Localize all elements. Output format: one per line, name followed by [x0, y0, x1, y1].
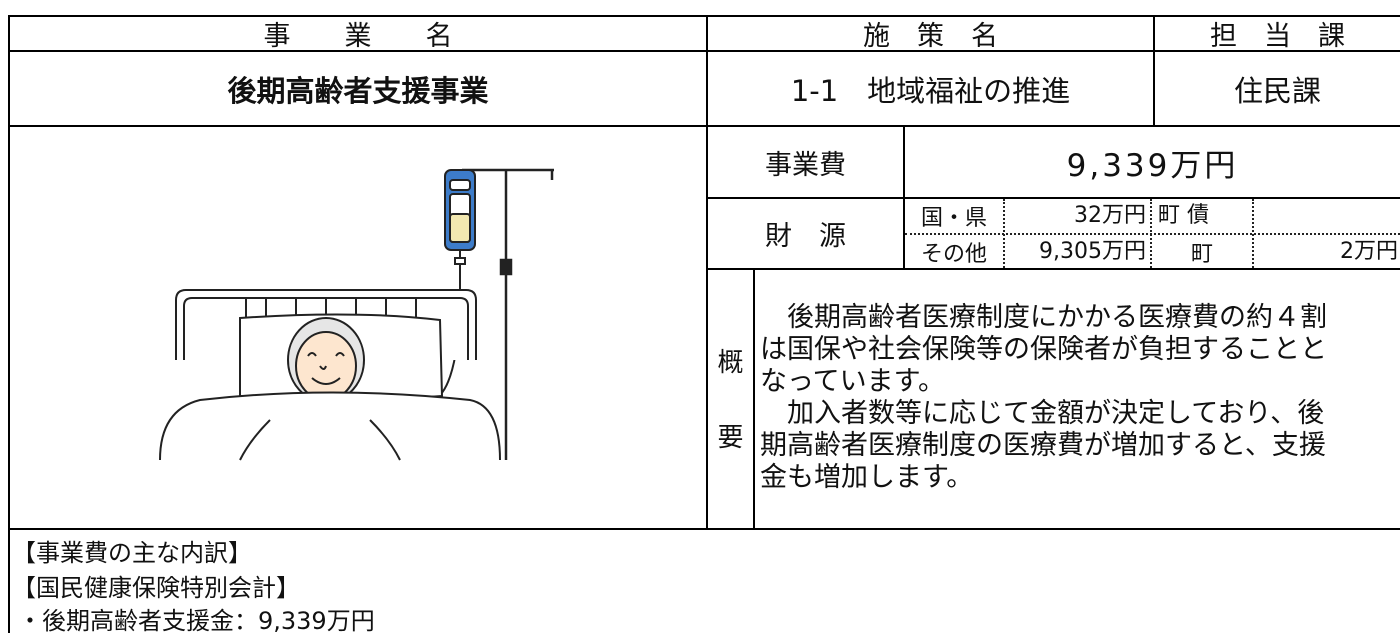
funding-town-bond-value — [1254, 199, 1398, 233]
patient-bed-svg — [159, 168, 554, 461]
funding-town-label: 町 — [1190, 241, 1213, 267]
section-name: 住民課 — [1233, 73, 1321, 108]
funding-other-label: その他 — [920, 241, 987, 267]
summary-line: 金も増加します。 — [760, 462, 974, 493]
summary-label-top: 概 — [717, 347, 744, 378]
header-section-label: 担 当 課 — [1210, 21, 1345, 52]
breakdown-sub-heading: 【国民健康保険特別会計】 — [12, 574, 300, 602]
funding-label: 財 源 — [765, 221, 846, 252]
funding-national-prefectural-value: 32万円 — [1074, 203, 1146, 228]
hospital-patient-illustration — [140, 160, 570, 480]
elderly-face-icon — [287, 317, 365, 403]
summary-line: 期高齢者医療制度の医療費が増加すると、支援 — [760, 430, 1326, 461]
summary-line: なっています。 — [760, 366, 945, 397]
iv-bag-icon — [439, 169, 476, 396]
cost-value: 9,339万円 — [1066, 147, 1239, 184]
cost-label: 事業費 — [765, 149, 846, 181]
policy-name: 1-1 地域福祉の推進 — [790, 73, 1071, 108]
breakdown-item: ・後期高齢者支援金：9,339万円 — [18, 607, 375, 635]
summary-line: は国保や社会保険等の保険者が負担することと — [760, 334, 1327, 365]
summary-line: 加入者数等に応じて金額が決定しており、後 — [760, 398, 1325, 429]
funding-national-prefectural-label: 国・県 — [920, 206, 987, 231]
funding-other-value: 9,305万円 — [1039, 239, 1146, 264]
project-name: 後期高齢者支援事業 — [227, 73, 489, 108]
funding-town-value: 2万円 — [1340, 239, 1398, 264]
header-policy-label: 施 策 名 — [863, 21, 998, 52]
summary-line: 後期高齢者医療制度にかかる医療費の約４割 — [760, 302, 1327, 333]
funding-town-bond-label: 町 債 — [1158, 203, 1209, 228]
iv-stand-icon — [462, 168, 554, 460]
header-project-label: 事 業 名 — [263, 21, 453, 52]
summary-text: 後期高齢者医療制度にかかる医療費の約４割 は国保や社会保険等の保険者が負担するこ… — [760, 302, 1400, 494]
blanket-icon — [159, 391, 501, 461]
summary-label-bottom: 要 — [717, 422, 744, 453]
breakdown-heading: 【事業費の主な内訳】 — [12, 539, 252, 567]
